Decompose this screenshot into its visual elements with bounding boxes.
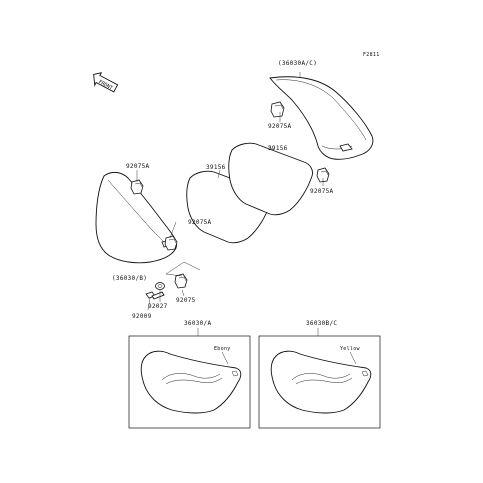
front-arrow-label: FRONT xyxy=(97,79,113,91)
grommet-92075A-left-top[interactable] xyxy=(130,179,144,195)
bolt-92009[interactable] xyxy=(145,291,165,300)
emblem-script-2 xyxy=(291,373,351,381)
label-39156-front: 39156 xyxy=(206,164,226,171)
label-92075A-right: 92075A xyxy=(310,188,334,195)
side-cover-variant-36030B-C[interactable] xyxy=(270,350,372,414)
label-92075: 92075 xyxy=(176,297,196,304)
front-arrow-icon: FRONT xyxy=(93,72,119,93)
label-36030-B: (36030/B) xyxy=(112,275,147,282)
variant-box-36030-A xyxy=(128,335,251,429)
grommet-92075[interactable] xyxy=(174,273,188,289)
grommet-92075A-right[interactable] xyxy=(316,167,330,183)
grommet-92075A-middle[interactable] xyxy=(164,235,178,251)
grommet-92075A-upper[interactable] xyxy=(270,101,285,118)
label-92027: 92027 xyxy=(148,303,168,310)
variant-box-36030B-C xyxy=(258,335,381,429)
color-label-yellow: Yellow xyxy=(340,346,361,352)
right-side-cover-36030A-C[interactable] xyxy=(269,76,374,160)
label-36030-A: 36030/A xyxy=(184,320,211,327)
figure-code: F2811 xyxy=(363,52,380,58)
label-39156-rear: 39156 xyxy=(268,145,288,152)
label-92075A-left: 92075A xyxy=(126,163,150,170)
label-36030B-C: 36030B/C xyxy=(306,320,337,327)
side-cover-variant-36030-A[interactable] xyxy=(140,350,242,414)
label-92075A-middle: 92075A xyxy=(188,219,212,226)
emblem-plate-39156-rear[interactable] xyxy=(228,142,313,216)
leader-lines xyxy=(136,72,324,311)
label-92075A-upper: 92075A xyxy=(268,123,292,130)
label-92009: 92009 xyxy=(132,313,152,320)
color-label-ebony: Ebony xyxy=(214,346,231,352)
label-36030A-C: (36030A/C) xyxy=(278,60,317,67)
emblem-script xyxy=(161,373,221,381)
collar-92027[interactable] xyxy=(155,282,165,290)
